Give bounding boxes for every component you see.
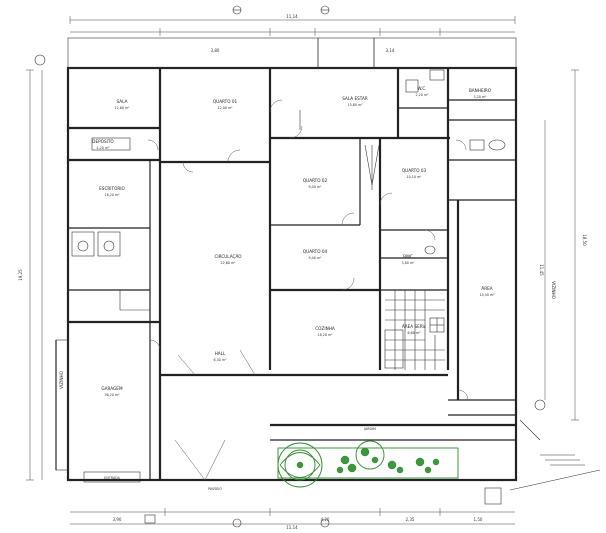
dim-bottom-total: 11,14 [286,525,298,530]
room-label: SALA ESTAR [342,96,368,101]
room-area: 16,20 m² [104,193,120,197]
walls [55,37,518,482]
room-area: 18,20 m² [317,333,333,337]
fixtures [77,69,506,524]
room-label: W.C. [417,86,426,91]
room-area: 3,80 m² [402,261,416,265]
dimension-lines [26,16,579,525]
side-label-bottom: PASSEIO [208,487,222,491]
room-label: HALL [215,351,226,356]
dim-top-left: 3,80 [211,48,220,53]
dim-bottom-b: 4,20 [321,517,330,522]
room-label: COZINHA [315,326,335,331]
dim-bottom-d: 1,50 [474,517,483,522]
room-label: ÁREA [481,286,492,291]
room-label: GARAGEM [101,386,123,391]
room-label: ÁREA SERV. [402,324,426,329]
room-label: SALA [117,99,128,104]
room-label: ESCRITÓRIO [99,186,125,191]
room-label: QUARTO 04 [303,249,328,254]
entry-label: ENTRADA [104,476,120,480]
side-label-right: VIZINHO [551,281,556,299]
dim-top-total: 11,14 [286,14,298,19]
room-label: CIRCULAÇÃO [214,254,242,259]
room-area: 14,50 m² [479,293,495,297]
room-area: 6,60 m² [408,331,422,335]
room-area: 3,20 m² [474,95,488,99]
room-area: 2,20 m² [416,93,430,97]
room-labels: SALA 12,60 m² QUARTO 01 12,00 m² SALA ES… [92,86,495,397]
dim-right-total: 18,50 [582,234,587,246]
room-area: 6,30 m² [214,358,228,362]
room-area: 9,40 m² [309,256,323,260]
dim-right-inner: 11,45 [539,264,544,276]
room-area: 9,00 m² [309,185,323,189]
room-area: 15,80 m² [347,103,363,107]
garden [277,440,459,488]
room-label: QUARTO 01 [213,99,238,104]
doors [147,99,469,481]
room-label: DEPÓSITO [92,139,114,144]
tile-grid [385,290,445,370]
dim-bottom-a: 3,90 [113,517,122,522]
room-area: 36,20 m² [104,393,120,397]
room-area: 12,60 m² [114,106,130,110]
room-label: QUARTO 02 [303,178,328,183]
circulation-arrows [299,110,380,190]
dim-left-total: 19,25 [18,269,23,281]
section-markers [34,5,546,528]
room-area: 10,10 m² [406,175,422,179]
side-label-left: VIZINHO [59,370,64,388]
room-area: 4,20 m² [97,146,111,150]
dim-top-right: 3,14 [386,48,395,53]
room-area: 12,00 m² [217,106,233,110]
garden-label: JARDIM [363,427,376,431]
room-area: 22,60 m² [220,261,236,265]
room-label: BWC [403,254,413,259]
room-label: QUARTO 03 [402,168,427,173]
exterior-stairs [509,419,601,491]
room-label: BANHEIRO [469,88,492,93]
dim-bottom-c: 2,35 [406,517,415,522]
